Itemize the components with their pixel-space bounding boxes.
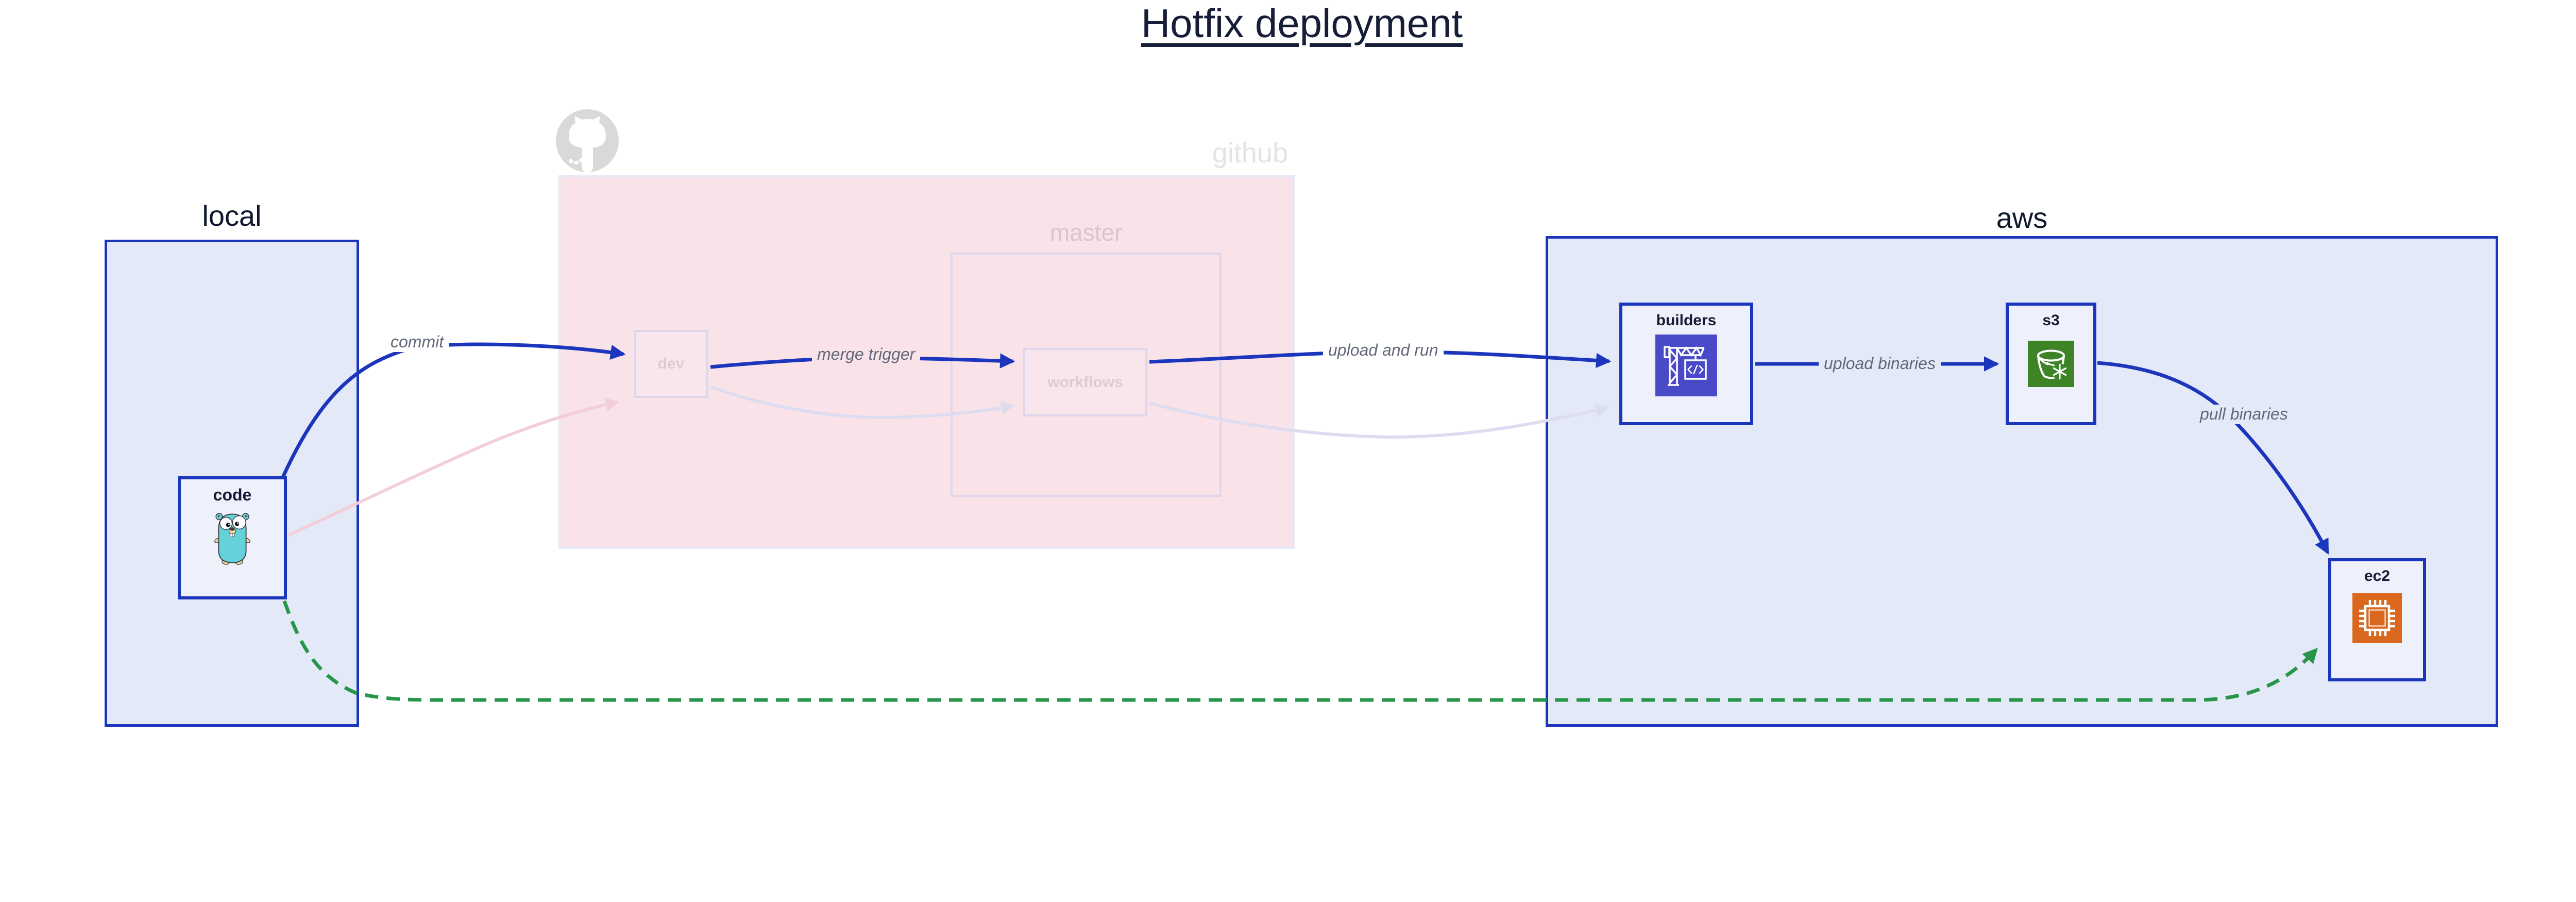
node-ec2-label: ec2 bbox=[2364, 567, 2391, 584]
node-s3: s3 bbox=[2006, 303, 2096, 425]
node-s3-label: s3 bbox=[2042, 312, 2060, 329]
edge-commit-label: commit bbox=[385, 332, 449, 352]
node-dev: dev bbox=[634, 330, 708, 398]
edge-merge-trigger-label: merge trigger bbox=[812, 345, 921, 364]
edge-upload-and-run-label: upload and run bbox=[1323, 341, 1444, 360]
node-workflows: workflows bbox=[1023, 348, 1147, 416]
node-code: code bbox=[178, 476, 287, 599]
diagram-title: Hotfix deployment bbox=[1141, 1, 1463, 46]
github-octocat-icon bbox=[556, 109, 619, 172]
edge-upload-binaries-label: upload binaries bbox=[1819, 354, 1941, 374]
node-builders-label: builders bbox=[1656, 312, 1717, 329]
node-dev-label: dev bbox=[657, 355, 685, 372]
aws-s3-glacier-icon bbox=[2028, 341, 2074, 387]
group-github-label: github bbox=[1212, 138, 1288, 169]
go-gopher-icon bbox=[214, 513, 250, 565]
group-master-label: master bbox=[1049, 219, 1123, 246]
group-master bbox=[951, 253, 1222, 497]
edge-pull-binaries-label: pull binaries bbox=[2195, 405, 2293, 424]
group-aws-label: aws bbox=[1996, 202, 2048, 234]
node-workflows-label: workflows bbox=[1047, 373, 1123, 391]
group-local-label: local bbox=[202, 199, 262, 232]
aws-ec2-chip-icon bbox=[2352, 593, 2402, 643]
node-builders: builders bbox=[1619, 303, 1753, 425]
node-code-label: code bbox=[213, 486, 252, 504]
node-ec2: ec2 bbox=[2328, 558, 2426, 681]
aws-codebuild-icon bbox=[1655, 335, 1717, 396]
